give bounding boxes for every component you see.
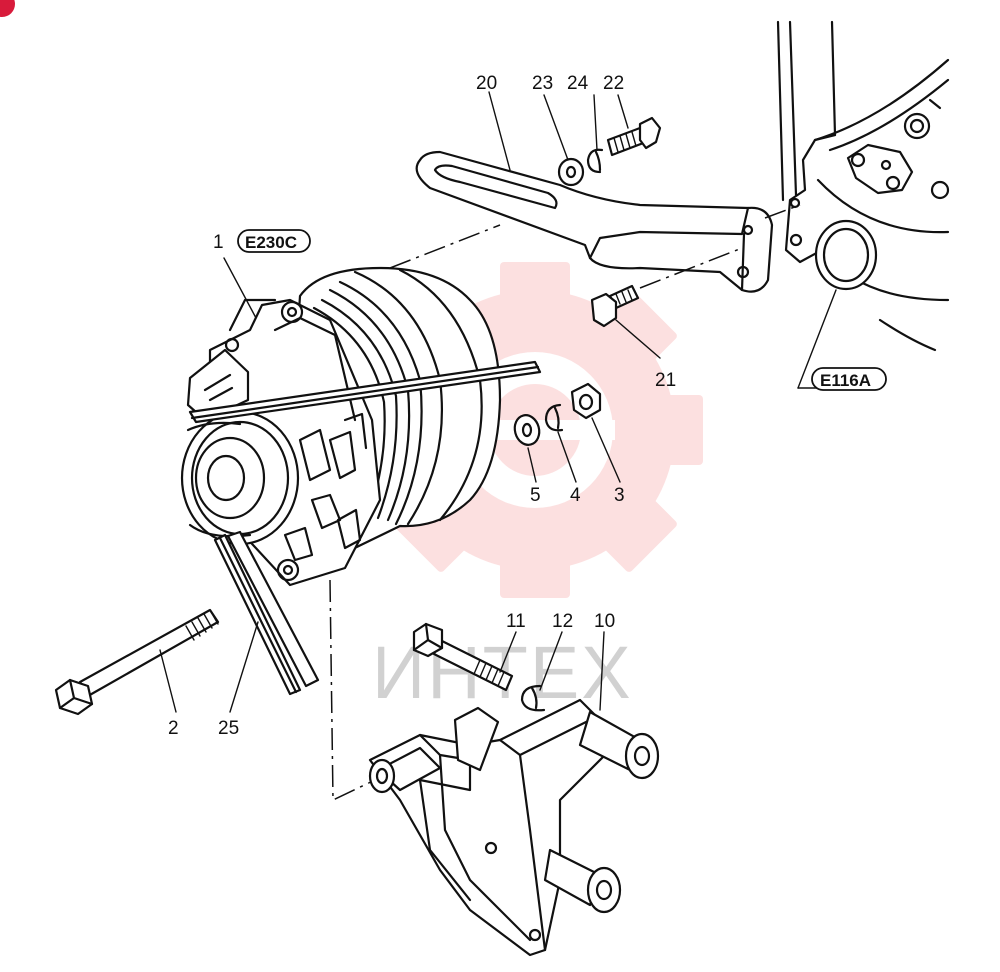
label-part-3: 3 [614, 485, 625, 506]
engine-block [776, 20, 950, 352]
label-part-10: 10 [594, 611, 615, 632]
label-part-11: 11 [506, 611, 526, 632]
label-part-22: 22 [603, 73, 624, 94]
washer-5 [513, 414, 541, 446]
mounting-bracket [368, 698, 660, 957]
bolt-21 [590, 247, 743, 328]
ref-label-e230c: E230C [245, 233, 297, 252]
bolt-11 [412, 622, 514, 692]
lock-washer-12 [520, 684, 546, 712]
lock-washer-24 [586, 148, 604, 174]
bolt-22 [606, 116, 662, 157]
label-part-23: 23 [532, 73, 553, 94]
nut-3 [570, 382, 602, 420]
label-part-21: 21 [655, 370, 676, 391]
label-part-4: 4 [570, 485, 581, 506]
label-part-5: 5 [530, 485, 541, 506]
corner-badge [0, 0, 15, 17]
adjusting-bracket [415, 150, 801, 293]
ref-badge-e116a: E116A [811, 367, 887, 391]
label-part-20: 20 [476, 73, 497, 94]
ref-badge-e230c: E230C [237, 229, 311, 253]
long-bolt-2 [54, 608, 220, 716]
ref-label-e116a: E116A [820, 371, 871, 390]
label-part-2: 2 [168, 718, 179, 739]
label-part-1: 1 [213, 232, 224, 253]
alternator [180, 224, 542, 802]
leader-lines [159, 91, 881, 713]
label-part-25: 25 [218, 718, 239, 739]
washer-23 [557, 157, 585, 187]
lock-washer-4 [544, 403, 564, 432]
label-part-12: 12 [552, 611, 573, 632]
label-part-24: 24 [567, 73, 589, 94]
